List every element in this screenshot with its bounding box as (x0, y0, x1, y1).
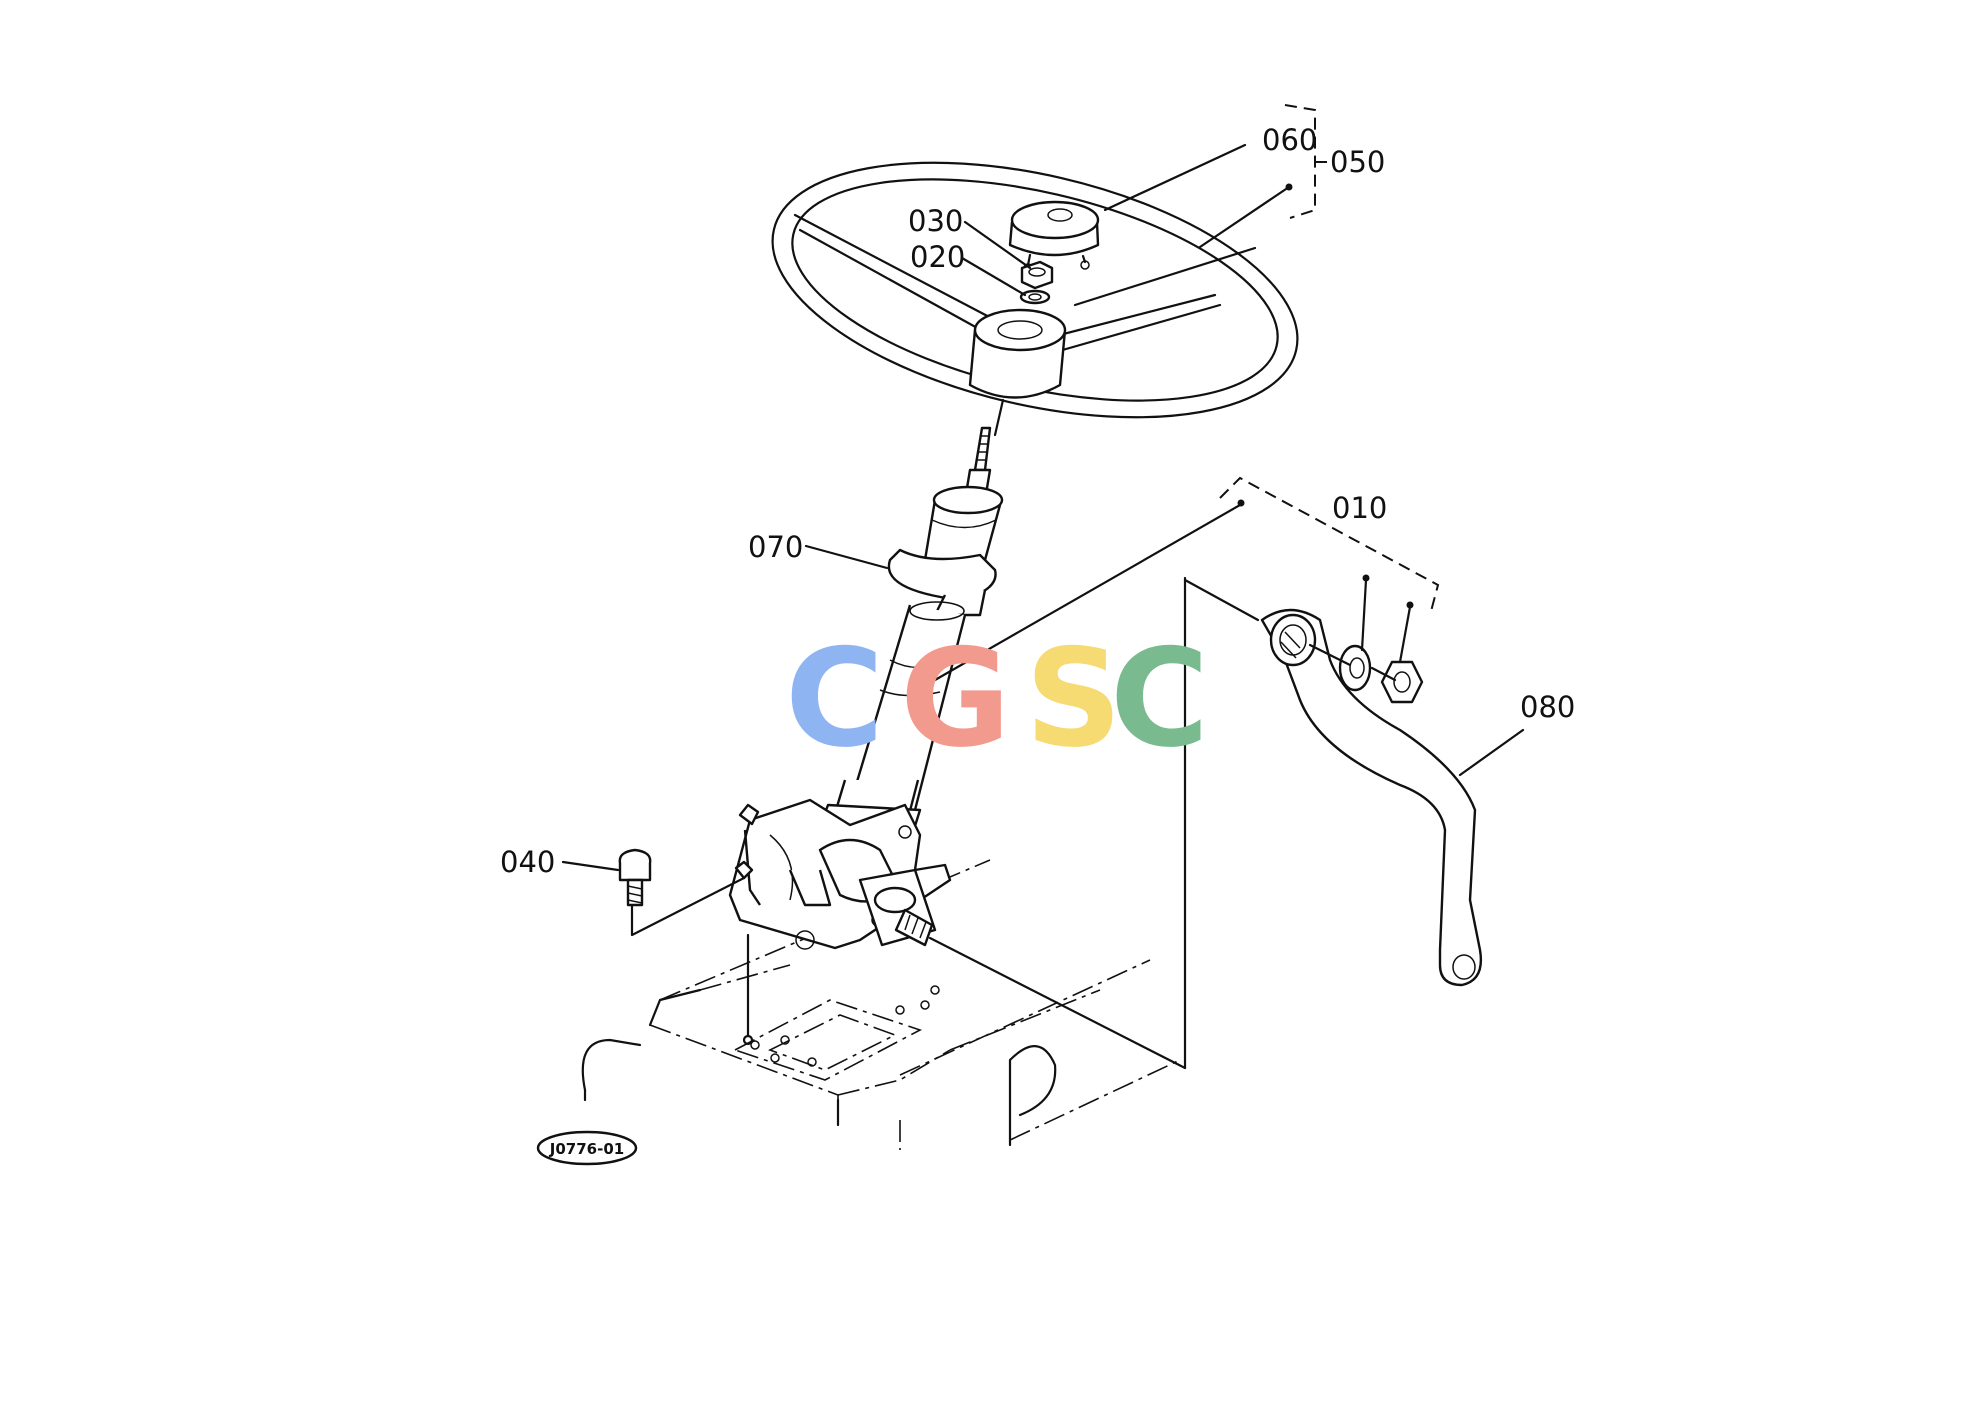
group-bracket-010 (1219, 476, 1440, 616)
callout-010: 010 (1332, 491, 1387, 525)
cgsc-watermark: C G S C (785, 620, 1209, 777)
pitman-arm (1260, 608, 1483, 987)
watermark-letter-c1: C (785, 620, 884, 777)
callout-060: 060 (1262, 123, 1317, 157)
callout-020: 020 (910, 240, 965, 274)
assembly-lines (630, 398, 1397, 1070)
callout-030: 030 (908, 204, 963, 238)
reference-code-badge: J0776-01 (536, 1130, 638, 1166)
lock-washer (1019, 289, 1051, 305)
horn-button-cap (1008, 200, 1100, 273)
mounting-bolt (618, 848, 652, 907)
callout-070: 070 (748, 530, 803, 564)
group-bracket-050 (1284, 104, 1330, 219)
reference-code: J0776-01 (549, 1140, 624, 1158)
part-callouts: 060 050 030 020 070 010 080 040 (500, 123, 1575, 879)
callout-040: 040 (500, 845, 555, 879)
steering-gearbox (728, 798, 952, 950)
watermark-letter-s: S (1025, 620, 1122, 777)
watermark-letter-g: G (900, 620, 1011, 777)
tractor-frame-outline (581, 859, 1181, 1150)
callout-050: 050 (1330, 145, 1385, 179)
leader-lines (561, 143, 1525, 872)
callout-080: 080 (1520, 690, 1575, 724)
watermark-letter-c2: C (1110, 620, 1209, 777)
steering-wheel (771, 161, 1299, 419)
